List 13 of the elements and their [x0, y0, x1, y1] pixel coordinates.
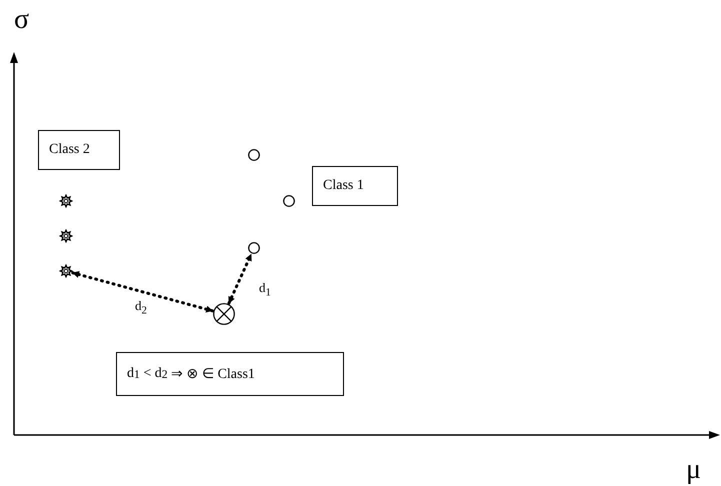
circle-marker: [248, 242, 260, 254]
arrow: [227, 252, 253, 305]
star-marker: [60, 195, 72, 207]
label-box: Class 2: [38, 130, 120, 170]
crossed-circle-marker: [213, 303, 235, 325]
circle-marker: [248, 149, 260, 161]
axis-label: σ: [14, 6, 30, 34]
star-marker: [60, 230, 72, 242]
axis-label: μ: [686, 456, 702, 484]
star-marker: [60, 265, 72, 277]
circle-marker: [283, 195, 295, 207]
label-box: Class 1: [312, 166, 398, 206]
arrow: [71, 271, 214, 313]
